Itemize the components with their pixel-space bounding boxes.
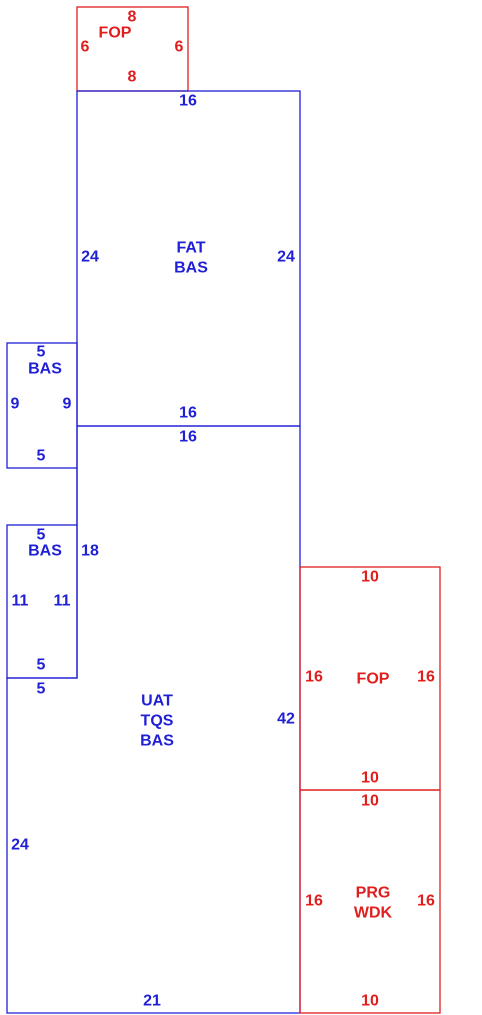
dimension-left: 11 xyxy=(12,593,29,610)
area-prg-wdk: PRG WDK 10 10 16 16 xyxy=(305,793,435,1010)
area-label-line-1: FAT xyxy=(176,240,205,257)
area-bas-lower: BAS 5 5 11 11 18 xyxy=(12,527,99,674)
area-label-line-1: PRG xyxy=(356,885,391,902)
area-label-line-2: BAS xyxy=(174,260,208,277)
area-label-line-1: UAT xyxy=(141,693,173,710)
dimension-bottom: 5 xyxy=(37,448,46,465)
area-label-line-3: BAS xyxy=(140,733,174,750)
area-fat-bas: FAT BAS 16 16 24 24 xyxy=(81,93,295,422)
dimension-left: 24 xyxy=(81,249,99,266)
dimension-bottom: 10 xyxy=(361,770,379,787)
area-fop-right: FOP 10 10 16 16 xyxy=(305,569,435,787)
area-label-line-2: TQS xyxy=(141,713,174,730)
area-uat-tqs-bas: UAT TQS BAS 16 5 24 42 21 xyxy=(11,429,295,1010)
dimension-right: 11 xyxy=(54,593,71,610)
dimension-right: 42 xyxy=(277,711,295,728)
dimension-left: 24 xyxy=(11,837,29,854)
outlines xyxy=(6,6,441,1014)
dimension-bottom: 21 xyxy=(143,993,161,1010)
dimension-right: 16 xyxy=(417,669,435,686)
dimension-top: 16 xyxy=(179,429,197,446)
dimension-top-offset: 5 xyxy=(37,681,46,698)
dimension-bottom: 16 xyxy=(179,405,197,422)
area-label: BAS xyxy=(28,361,62,378)
prg-wdk-outline xyxy=(299,789,441,1014)
dimension-top: 8 xyxy=(128,9,137,26)
dimension-right-outer: 18 xyxy=(81,543,99,560)
bas-upper-outline xyxy=(6,342,78,469)
area-label: FOP xyxy=(99,25,132,42)
dimension-top: 10 xyxy=(361,793,379,810)
dimension-left: 16 xyxy=(305,669,323,686)
area-label: FOP xyxy=(357,671,390,688)
dimension-right: 16 xyxy=(417,893,435,910)
dimension-left: 16 xyxy=(305,893,323,910)
dimension-bottom: 5 xyxy=(37,657,46,674)
dimension-bottom: 10 xyxy=(361,993,379,1010)
dimension-right: 9 xyxy=(63,396,72,413)
dimension-left: 9 xyxy=(11,396,20,413)
dimension-right: 6 xyxy=(175,39,184,56)
area-bas-upper: BAS 5 5 9 9 xyxy=(11,344,72,465)
dimension-right: 24 xyxy=(277,249,295,266)
area-label: BAS xyxy=(28,543,62,560)
uat-tqs-bas-outline xyxy=(6,425,301,1014)
dimension-left: 6 xyxy=(81,39,90,56)
dimension-top: 5 xyxy=(37,527,46,544)
fat-bas-outline xyxy=(76,90,301,427)
area-fop-top: FOP 8 8 6 6 xyxy=(81,9,184,86)
dimension-top: 16 xyxy=(179,93,197,110)
dimension-top: 10 xyxy=(361,569,379,586)
dimension-bottom: 8 xyxy=(128,69,137,86)
area-label-line-2: WDK xyxy=(354,905,393,922)
dimension-top: 5 xyxy=(37,344,46,361)
